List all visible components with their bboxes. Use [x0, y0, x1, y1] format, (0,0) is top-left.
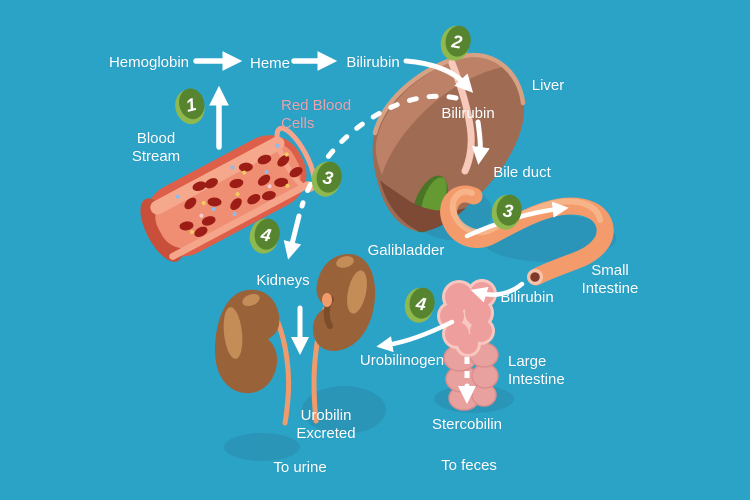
label-stercobilin: Stercobilin	[431, 416, 503, 433]
step-number: 1	[184, 94, 199, 116]
plasma-dots	[175, 143, 290, 235]
label-to-urine: To urine	[273, 459, 327, 476]
arrow-bilirubin-to-liver	[403, 58, 474, 93]
arrow-urobilinogen-to-kidneys	[376, 319, 455, 353]
step-badge-3-blood: 3	[311, 161, 342, 197]
arrow-bilirubin-to-large-intestine	[470, 281, 525, 303]
step-number: 2	[449, 31, 463, 53]
blood-vessel-illustration	[140, 125, 317, 262]
flow-arrows	[193, 51, 569, 404]
label-gallbladder: Galibladder	[367, 242, 445, 259]
dashed-path-liver-to-kidneys	[299, 93, 459, 209]
label-bilirubin-top: Bilirubin	[346, 54, 400, 71]
arrow-to-kidneys	[283, 213, 302, 260]
step-number: 3	[321, 167, 334, 188]
step-badge-3-intestine: 3	[491, 194, 522, 230]
step-number: 4	[258, 224, 272, 246]
step-number: 4	[414, 293, 428, 314]
step-badge-4-intestine: 4	[404, 287, 435, 323]
label-blood-stream: Blood Stream	[131, 130, 181, 165]
label-kidneys: Kidneys	[256, 272, 310, 289]
label-urobilin-excreted: Urobilin Excreted	[296, 407, 356, 442]
step-badge-2: 2	[440, 25, 471, 61]
step-badge-4-kidney: 4	[249, 218, 280, 254]
label-bilirubin-intestine: Bilirubin	[500, 289, 554, 306]
label-red-blood-cells: Red Blood Cells	[281, 97, 352, 132]
label-bile-duct: Bile duct	[493, 164, 551, 181]
label-urobilinogen: Urobilinogen	[359, 352, 445, 369]
label-hemoglobin: Hemoglobin	[108, 54, 190, 71]
step-badge-1: 1	[175, 88, 205, 125]
label-to-feces: To feces	[441, 457, 497, 474]
label-heme: Heme	[249, 55, 291, 72]
label-bilirubin-liver: Bilirubin	[441, 105, 495, 122]
left-ureter	[274, 317, 292, 426]
arrow-bilirubin-to-bile-duct	[471, 119, 490, 165]
label-large-intestine: Large Intestine	[508, 353, 565, 388]
label-liver: Liver	[531, 77, 565, 94]
red-blood-cells-illustration	[179, 154, 303, 237]
step-number: 3	[502, 200, 515, 221]
kidneys-illustration	[215, 253, 376, 426]
label-small-intestine: Small Intestine	[581, 262, 639, 297]
